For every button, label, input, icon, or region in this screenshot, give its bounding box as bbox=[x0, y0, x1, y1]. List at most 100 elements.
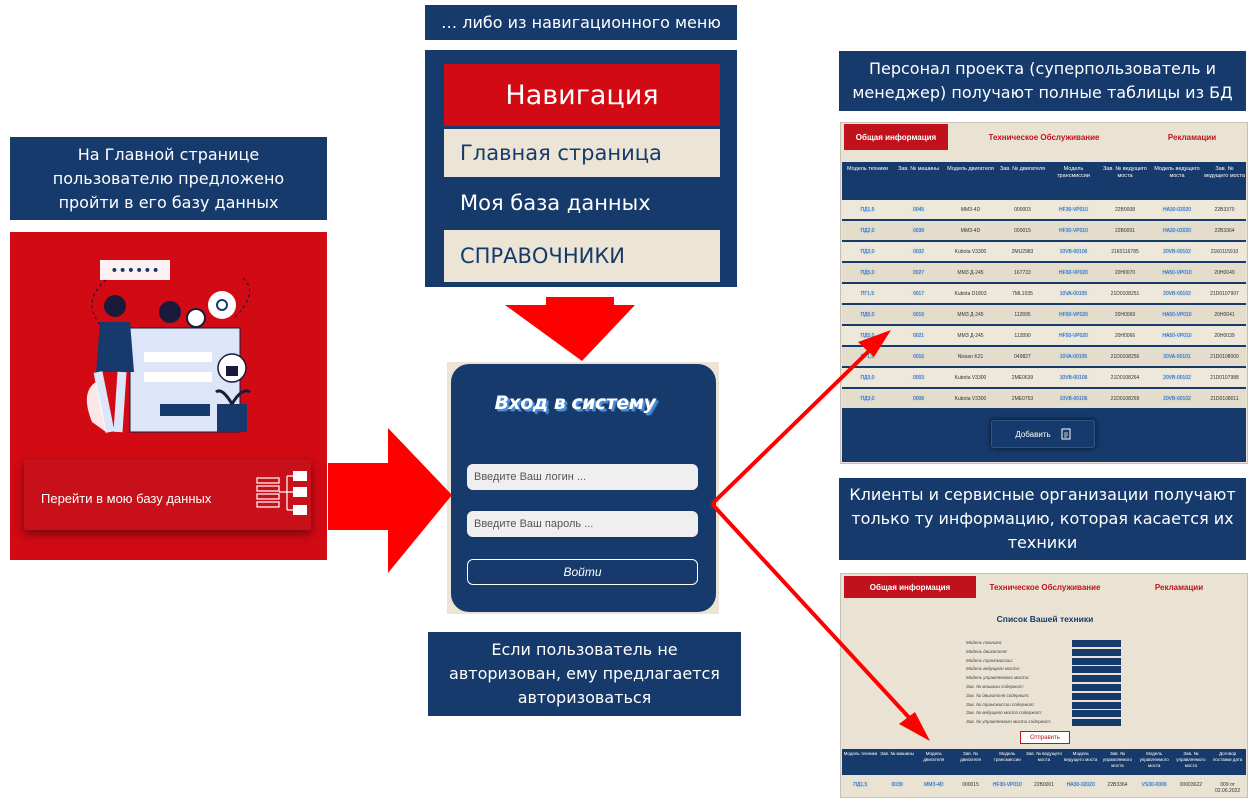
arrow-nav-to-login bbox=[505, 297, 635, 361]
client-list-title: Список Вашей техники bbox=[996, 614, 1094, 624]
table-cell[interactable]: 20VB-00102 bbox=[1163, 249, 1191, 255]
tab-general-info-client[interactable]: Общая информация bbox=[844, 576, 976, 598]
table-row[interactable] bbox=[842, 389, 1246, 408]
table-row[interactable] bbox=[842, 242, 1246, 261]
table-cell: ММЗ-4D bbox=[960, 207, 981, 213]
table-cell[interactable]: 0003 bbox=[912, 375, 925, 381]
document-icon bbox=[1061, 428, 1071, 440]
table-cell: Kubota V3300 bbox=[954, 375, 987, 381]
filter-select[interactable] bbox=[1072, 657, 1121, 665]
client-table-cell: 000015 bbox=[962, 782, 979, 788]
table-cell[interactable]: 0021 bbox=[912, 333, 925, 339]
table-row[interactable] bbox=[842, 200, 1246, 219]
table-cell[interactable]: 0008 bbox=[912, 396, 925, 402]
table-row[interactable] bbox=[842, 305, 1246, 324]
table-cell[interactable]: ПД5,0 bbox=[860, 312, 875, 318]
table-cell[interactable]: 20VB-00102 bbox=[1163, 396, 1191, 402]
table-cell[interactable]: ПД3,0 bbox=[860, 375, 875, 381]
client-table-header-cell: Модель трансмиссии bbox=[993, 751, 1021, 762]
filter-select[interactable] bbox=[1072, 666, 1121, 674]
nav-item-my-database[interactable]: Моя база данных bbox=[444, 179, 720, 227]
table-cell: ММЗ Д-245 bbox=[957, 312, 984, 318]
table-row[interactable] bbox=[842, 347, 1246, 366]
nav-item-home[interactable]: Главная страница bbox=[444, 129, 720, 177]
tab-maintenance[interactable]: Техническое Обслуживание bbox=[988, 132, 1100, 142]
table-cell[interactable]: 0039 bbox=[912, 228, 925, 234]
table-cell[interactable]: ПД5,0 bbox=[860, 270, 875, 276]
table-cell[interactable]: ПД3,0 bbox=[860, 249, 875, 255]
filter-label: Зав. № двигателя содержит: bbox=[966, 692, 1030, 698]
table-cell[interactable]: ПГ1,5 bbox=[860, 291, 875, 297]
table-row[interactable] bbox=[842, 263, 1246, 282]
table-cell[interactable]: HA50-VP010 bbox=[1162, 270, 1192, 276]
table-cell[interactable]: 10VB-00106 bbox=[1059, 249, 1088, 255]
table-cell: 000015 bbox=[1014, 228, 1031, 234]
filter-input[interactable] bbox=[1072, 684, 1121, 691]
table-cell[interactable]: ПГ1,5 bbox=[860, 354, 875, 360]
table-cell[interactable]: ПД2,0 bbox=[860, 228, 875, 234]
table-cell[interactable]: 20VB-00102 bbox=[1163, 291, 1191, 297]
table-cell[interactable]: 10VB-00106 bbox=[1059, 396, 1088, 402]
table-cell[interactable]: ПД5,0 bbox=[860, 333, 875, 339]
filter-input[interactable] bbox=[1072, 692, 1121, 700]
table-cell[interactable]: HF30-VP010 bbox=[1059, 228, 1088, 234]
password-input[interactable]: Введите Ваш пароль ... bbox=[467, 511, 698, 537]
table-cell[interactable]: 0027 bbox=[912, 270, 925, 276]
table-cell[interactable]: 0016 bbox=[912, 354, 925, 360]
table-cell[interactable]: 10VA-00105 bbox=[1059, 354, 1088, 360]
table-cell[interactable]: 0017 bbox=[912, 291, 925, 297]
table-cell[interactable]: 10VB-00106 bbox=[1059, 375, 1088, 381]
filter-select[interactable] bbox=[1072, 640, 1121, 647]
table-cell: 21D0107997 bbox=[1210, 291, 1239, 297]
table-cell[interactable]: ПД1,5 bbox=[860, 207, 875, 213]
caption-home: На Главной странице пользователю предлож… bbox=[10, 137, 327, 220]
login-submit-button[interactable]: Войти bbox=[467, 559, 698, 585]
tab-general-info[interactable]: Общая информация bbox=[844, 124, 948, 150]
nav-item-references[interactable]: СПРАВОЧНИКИ bbox=[444, 230, 720, 282]
table-cell[interactable]: HF30-VP010 bbox=[1059, 207, 1088, 213]
table-cell[interactable]: HF50-VP020 bbox=[1059, 312, 1088, 318]
table-cell[interactable]: ПД3,0 bbox=[860, 396, 875, 402]
table-cell: 21К0115910 bbox=[1210, 249, 1239, 255]
filter-label: Модель трансмиссии: bbox=[966, 657, 1014, 663]
filter-select[interactable] bbox=[1072, 648, 1121, 656]
table-row[interactable] bbox=[842, 221, 1246, 240]
send-button[interactable]: Отправить bbox=[1020, 731, 1070, 744]
table-row[interactable] bbox=[842, 284, 1246, 303]
client-table-header-cell: Зав. № машины bbox=[880, 751, 914, 756]
table-cell[interactable]: HF50-VP020 bbox=[1059, 270, 1088, 276]
table-cell[interactable]: HA50-VP010 bbox=[1162, 312, 1192, 318]
tab-maintenance-client[interactable]: Техническое Обслуживание bbox=[989, 582, 1101, 592]
table-cell[interactable]: HA30-02020 bbox=[1162, 228, 1192, 234]
add-button[interactable]: Добавить bbox=[991, 420, 1095, 448]
table-cell[interactable]: HA50-VP010 bbox=[1162, 333, 1192, 339]
client-table-cell: HF30-VP010 bbox=[992, 782, 1022, 788]
table-cell[interactable]: 0032 bbox=[912, 249, 925, 255]
filter-label: Зав. № управляемого моста содержит: bbox=[966, 719, 1052, 725]
login-input[interactable]: Введите Ваш логин ... bbox=[467, 464, 698, 490]
filter-input[interactable] bbox=[1072, 701, 1121, 709]
table-row[interactable] bbox=[842, 368, 1246, 387]
table-cell[interactable]: HA30-02020 bbox=[1162, 207, 1192, 213]
table-cell: 20Н0039 bbox=[1214, 333, 1235, 339]
tab-claims-client[interactable]: Рекламации bbox=[1154, 582, 1204, 592]
table-cell[interactable]: 0045 bbox=[912, 207, 925, 213]
client-table-cell: ММЗ-4D bbox=[924, 782, 944, 788]
client-table-cell: VS30-0006 bbox=[1141, 782, 1167, 788]
filter-input[interactable] bbox=[1072, 719, 1121, 727]
client-table-cell: 009 от 02.06.2022 bbox=[1215, 782, 1241, 794]
table-cell[interactable]: 0019 bbox=[912, 312, 925, 318]
table-cell[interactable]: 20VB-00102 bbox=[1163, 375, 1191, 381]
table-cell: Kubota V3300 bbox=[954, 249, 987, 255]
filter-input[interactable] bbox=[1072, 710, 1121, 718]
table-cell: 2ME0639 bbox=[1011, 375, 1034, 381]
filter-label: Модель двигателя: bbox=[966, 648, 1008, 654]
table-cell: 22В3370 bbox=[1214, 207, 1235, 213]
go-to-my-database-button[interactable] bbox=[24, 460, 311, 530]
table-cell[interactable]: 10VA-00105 bbox=[1059, 291, 1088, 297]
table-row[interactable] bbox=[842, 326, 1246, 345]
tab-claims[interactable]: Рекламации bbox=[1167, 132, 1217, 142]
filter-select[interactable] bbox=[1072, 675, 1121, 683]
table-cell[interactable]: HF50-VP020 bbox=[1059, 333, 1088, 339]
table-cell[interactable]: 20VA-00101 bbox=[1163, 354, 1191, 360]
